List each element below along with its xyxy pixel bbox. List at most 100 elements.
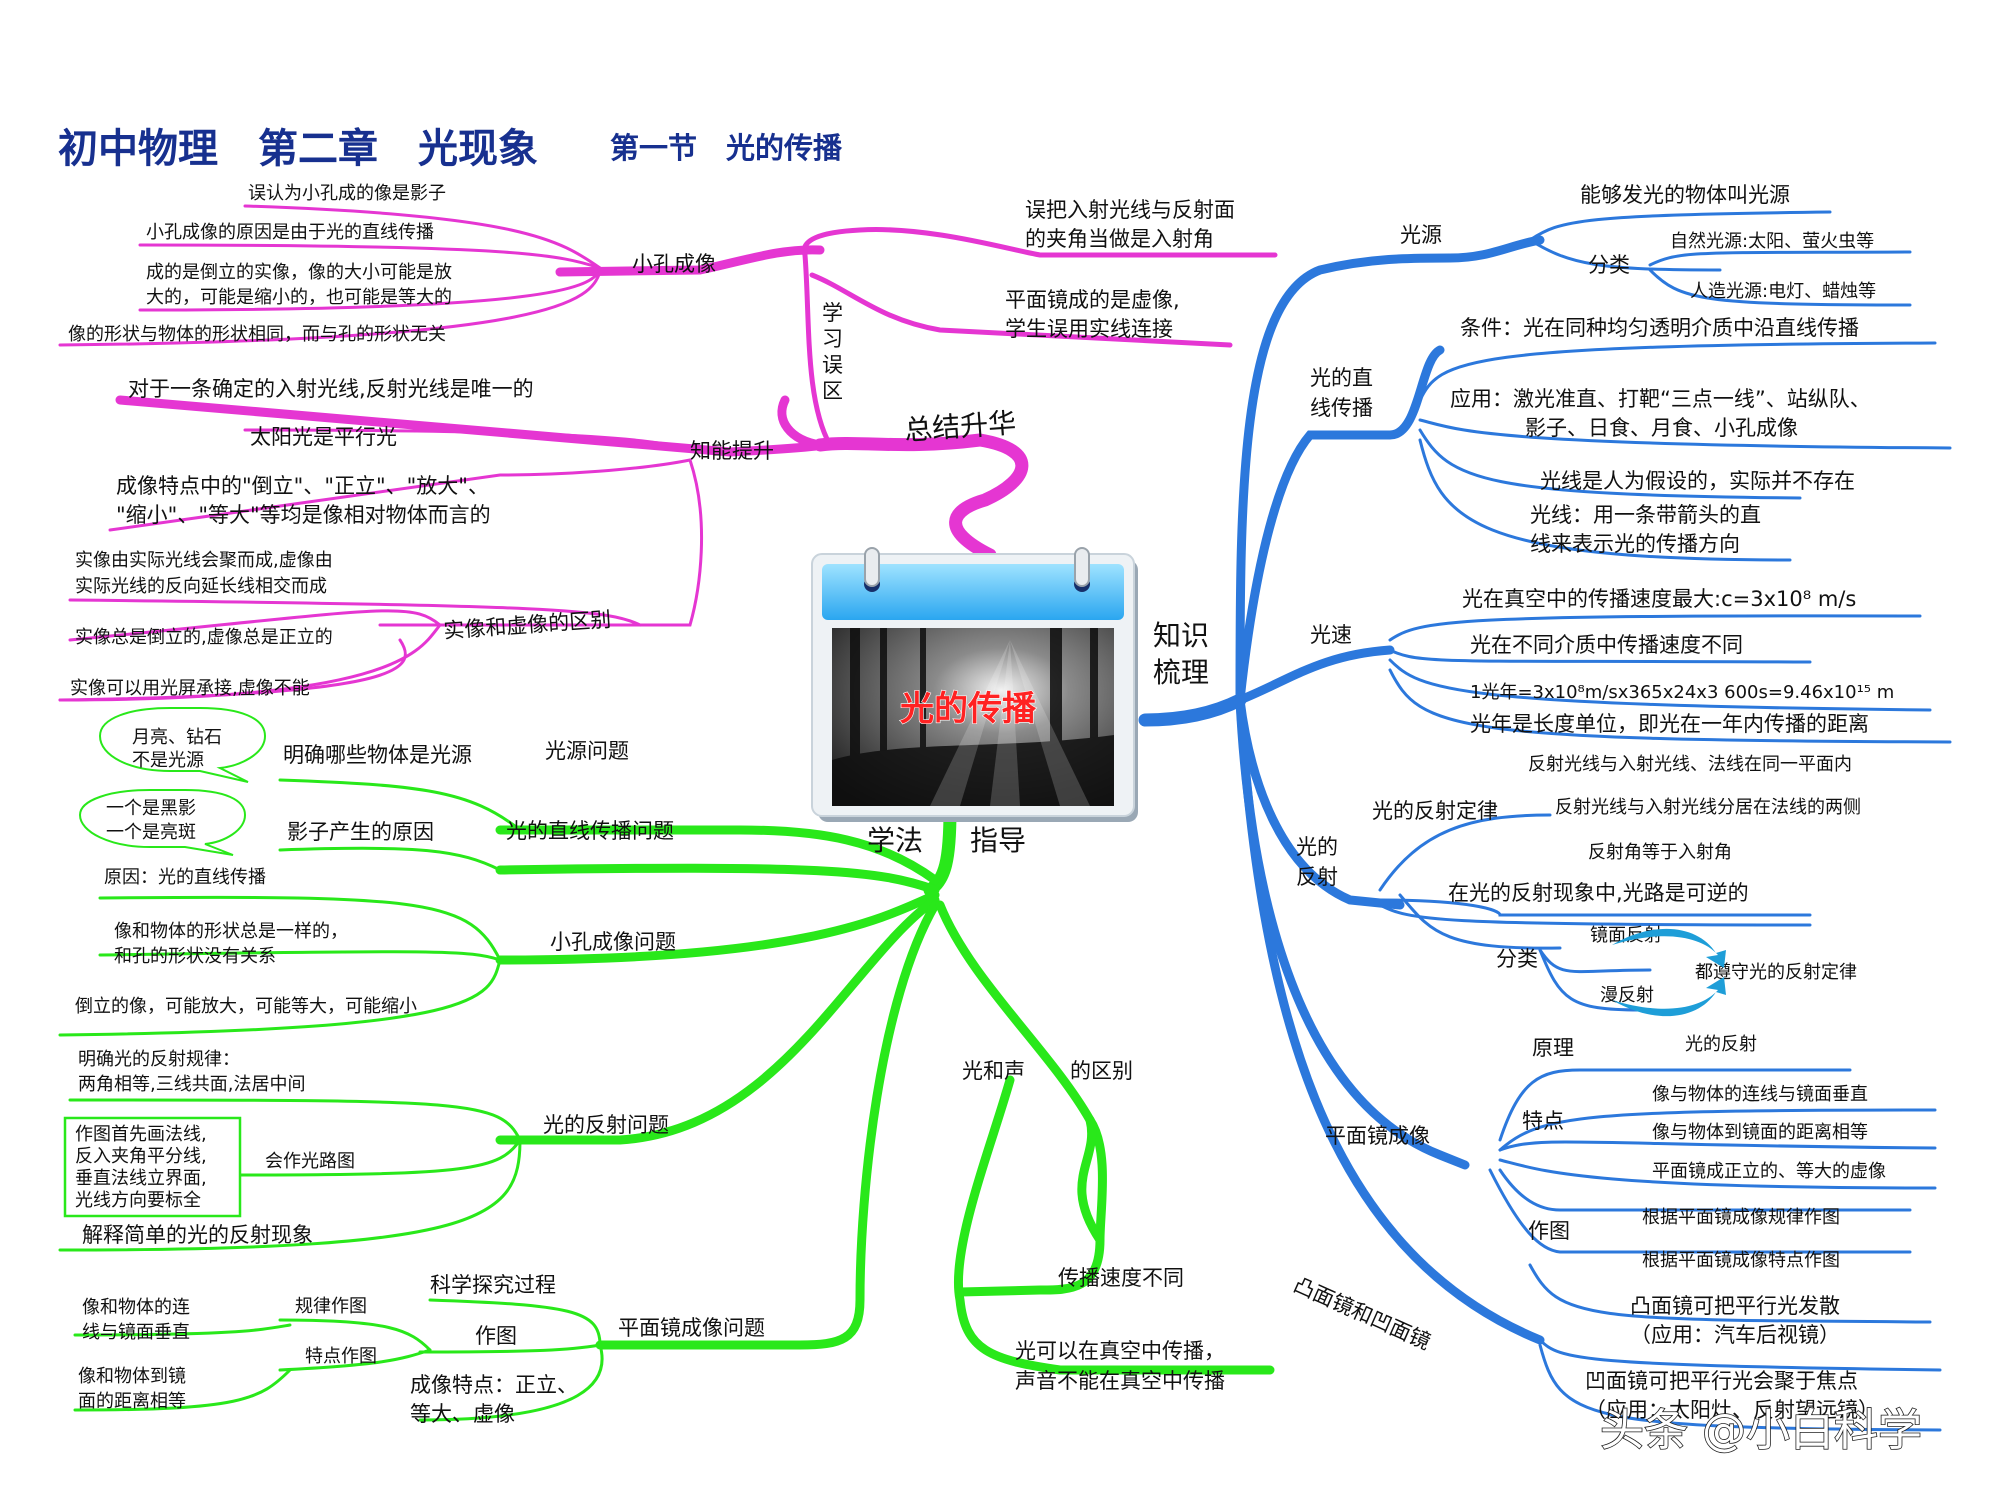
card-ring-left [864, 547, 880, 587]
plane-mirror-label: 平面镜成像 [1325, 1124, 1430, 1148]
reflection-q-law-1: 明确光的反射规律： [78, 1049, 240, 1070]
page-subtitle: 第一节 光的传播 [610, 131, 843, 165]
real-virtual-1a: 实像由实际光线会聚而成,虚像由 [75, 550, 333, 571]
pinhole-mistake-4: 像的形状与物体的形状相同，而与孔的形状无关 [68, 324, 446, 345]
curved-label: 凸面镜和凹面镜 [1290, 1273, 1434, 1355]
drawing-tip-2: 反入夹角平分线, [75, 1146, 207, 1167]
sound-label-left: 光和声 [962, 1059, 1025, 1083]
summary-label: 总结升华 [903, 406, 1017, 447]
pinhole-q-2a: 像和物体的形状总是一样的， [114, 921, 348, 942]
plane-q-feature-note-2: 面的距离相等 [78, 1391, 186, 1412]
source-definition: 能够发光的物体叫光源 [1580, 183, 1790, 207]
reflection-reversible: 在光的反射现象中,光路是可逆的 [1448, 881, 1749, 905]
plane-drawing-label: 作图 [1528, 1219, 1570, 1243]
pinhole-mistake-3b: 大的，可能是缩小的，也可能是等大的 [146, 287, 452, 308]
source-label: 光源 [1400, 223, 1442, 247]
improve-1: 对于一条确定的入射光线,反射光线是唯一的 [128, 377, 534, 401]
reflection-law-1: 反射光线与入射光线、法线在同一平面内 [1528, 754, 1852, 775]
concave-1: 凹面镜可把平行光会聚于焦点 [1585, 1369, 1858, 1393]
drawing-tip-1: 作图首先画法线, [75, 1124, 207, 1145]
pinhole-q-1: 原因：光的直线传播 [104, 867, 266, 888]
plane-q-drawing: 作图 [475, 1324, 517, 1348]
plane-q-features-1: 成像特点：正立、 [410, 1373, 578, 1397]
page-title: 初中物理 第二章 光现象 [58, 126, 538, 172]
reflection-label-2: 反射 [1296, 865, 1338, 889]
source-classify-label: 分类 [1588, 253, 1630, 277]
sound-speed: 传播速度不同 [1058, 1266, 1184, 1290]
card-photo-rays [930, 640, 1090, 806]
ray-definition-1: 光线：用一条带箭头的直 [1530, 503, 1761, 527]
method-label-right: 指导 [970, 824, 1026, 857]
source-q-item: 明确哪些物体是光源 [283, 743, 472, 767]
reflection-q-label: 光的反射问题 [543, 1113, 669, 1137]
angle-mistake-2: 的夹角当做是入射角 [1025, 227, 1214, 251]
plane-principle-label: 原理 [1532, 1036, 1574, 1060]
source-bubble-2: 不是光源 [132, 750, 204, 771]
straight-q-label: 光的直线传播问题 [506, 819, 674, 843]
knowledge-label-2: 梳理 [1153, 656, 1209, 689]
card-header [822, 564, 1124, 620]
knowledge-label-1: 知识 [1153, 619, 1209, 652]
improve-3b: "缩小"、"等大"等均是像相对物体而言的 [116, 503, 491, 527]
source-bubble-1: 月亮、钻石 [132, 727, 222, 748]
angle-mistake-1: 误把入射光线与反射面 [1025, 198, 1235, 222]
straight-application-1: 应用：激光准直、打靶“三点一线”、站纵队、 [1450, 387, 1871, 411]
pinhole-mistake-2: 小孔成像的原因是由于光的直线传播 [146, 222, 434, 243]
plane-q-feature-note-1: 像和物体到镜 [78, 1366, 186, 1387]
straight-bubble-shape [78, 789, 247, 856]
sound-label-right: 的区别 [1070, 1059, 1133, 1083]
plane-principle: 光的反射 [1685, 1034, 1757, 1055]
ray-note: 光线是人为假设的，实际并不存在 [1540, 469, 1855, 493]
source-artificial: 人造光源:电灯、蜡烛等 [1690, 281, 1876, 302]
straight-condition: 条件：光在同种均匀透明介质中沿直线传播 [1460, 316, 1859, 340]
plane-features-label: 特点 [1522, 1109, 1564, 1133]
plane-q-feature-draw: 特点作图 [305, 1346, 377, 1367]
reflection-arrow-top [1612, 928, 1726, 968]
improve-3a: 成像特点中的"倒立"、"正立"、"放大"、 [116, 474, 489, 498]
reflection-classify-label: 分类 [1496, 947, 1538, 971]
real-virtual-1b: 实际光线的反向延长线相交而成 [75, 576, 327, 597]
pinhole-q-label: 小孔成像问题 [550, 930, 676, 954]
straight-bubble-2: 一个是亮斑 [106, 822, 196, 843]
reflection-obey: 都遵守光的反射定律 [1695, 962, 1857, 983]
speed-label: 光速 [1310, 623, 1352, 647]
drawing-tip-3: 垂直法线立界面, [75, 1168, 207, 1189]
reflection-law-3: 反射角等于入射角 [1588, 842, 1732, 863]
pinhole-mistake-3a: 成的是倒立的实像，像的大小可能是放 [146, 262, 452, 283]
straight-label-1: 光的直 [1310, 366, 1373, 390]
real-virtual-3: 实像可以用光屏承接,虚像不能 [70, 678, 310, 699]
pinhole-mistake-1: 误认为小孔成的像是影子 [248, 183, 446, 204]
straight-q-item: 影子产生的原因 [287, 820, 434, 844]
improve-label: 知能提升 [690, 439, 774, 463]
reflection-q-law-2: 两角相等,三线共面,法居中间 [78, 1074, 305, 1095]
center-label: 光的传播 [900, 689, 1037, 729]
concave-2: （应用：太阳灶、反射望远镜） [1585, 1398, 1879, 1422]
speed-different: 光在不同介质中传播速度不同 [1470, 633, 1743, 657]
pinhole-q-2b: 和孔的形状没有关系 [114, 946, 276, 967]
pinhole-q-3: 倒立的像，可能放大，可能等大，可能缩小 [75, 996, 417, 1017]
reflection-law-label: 光的反射定律 [1372, 799, 1498, 823]
improve-2: 太阳光是平行光 [250, 425, 397, 449]
convex-1: 凸面镜可把平行光发散 [1630, 1294, 1840, 1318]
drawing-tip-4: 光线方向要标全 [75, 1190, 201, 1211]
source-natural: 自然光源:太阳、萤火虫等 [1670, 231, 1874, 252]
lightyear-def: 光年是长度单位，即光在一年内传播的距离 [1470, 712, 1869, 736]
reflection-mirror: 镜面反射 [1590, 925, 1662, 946]
plane-q-label: 平面镜成像问题 [618, 1316, 765, 1340]
reflection-label-1: 光的 [1296, 835, 1338, 859]
watermark: 头条 @小白科学 [1600, 1405, 1922, 1456]
mistakes-char-4: 区 [822, 379, 843, 403]
plane-q-features-2: 等大、虚像 [410, 1402, 515, 1426]
method-branch: 学法 指导 光源问题 明确哪些物体是光源 月亮、钻石 不是光源 光的直线传播问题… [58, 707, 1275, 1426]
reflection-arrow-bottom [1612, 977, 1726, 1017]
sound-vacuum-2: 声音不能在真空中传播 [1015, 1369, 1225, 1393]
card-photo-trees [832, 628, 1114, 806]
plane-q-rule-note-1: 像和物体的连 [82, 1297, 190, 1318]
knowledge-branch: 知识 梳理 光源 能够发光的物体叫光源 分类 自然光源:太阳、萤火虫等 人造光源… [1138, 183, 1952, 1432]
straight-label-2: 线传播 [1310, 396, 1373, 420]
plane-drawing-1: 根据平面镜成像规律作图 [1642, 1207, 1840, 1228]
virtual-mistake-1: 平面镜成的是虚像, [1005, 288, 1180, 312]
convex-2: （应用：汽车后视镜） [1630, 1323, 1840, 1347]
mistakes-char-2: 习 [822, 327, 843, 351]
reflection-law-2: 反射光线与入射光线分居在法线的两侧 [1555, 797, 1861, 818]
